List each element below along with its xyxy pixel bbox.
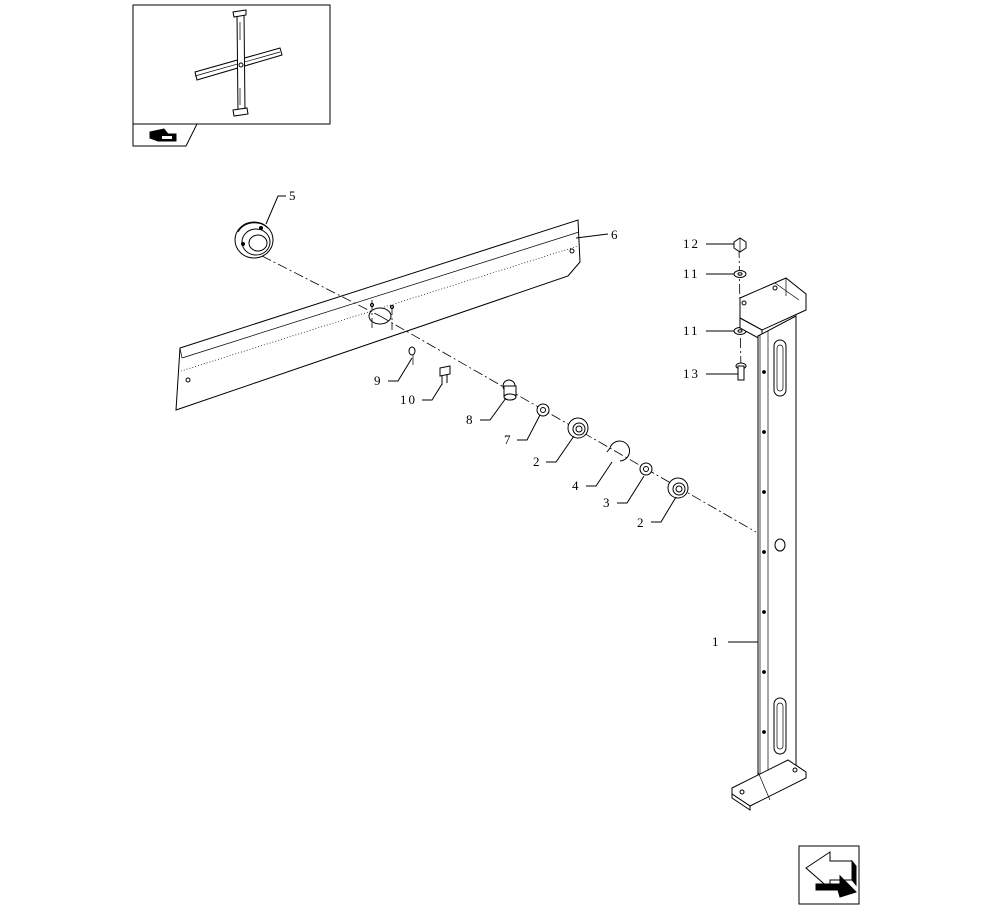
washer-7 — [536, 403, 550, 417]
callout-3: 3 — [603, 495, 612, 510]
callout-10: 10 — [400, 392, 417, 407]
hand-pointer-icon — [149, 128, 177, 142]
callout-5: 5 — [289, 188, 298, 203]
bearing-housing — [234, 221, 274, 259]
bearing-2b — [667, 477, 689, 499]
callout-2-second: 2 — [637, 515, 646, 530]
snap-ring-4 — [606, 440, 631, 462]
washer-9 — [408, 346, 416, 365]
callout-leaders — [265, 195, 758, 643]
bolt-13 — [735, 362, 747, 381]
washer-3 — [639, 462, 653, 476]
callout-9: 9 — [374, 373, 383, 388]
callout-1: 1 — [712, 634, 721, 649]
callout-4: 4 — [572, 478, 581, 493]
back-nav-button[interactable] — [798, 845, 860, 905]
shaft-8 — [502, 379, 517, 401]
callout-11-top: 11 — [683, 266, 700, 281]
callout-8: 8 — [466, 412, 475, 427]
bolt-10 — [439, 365, 451, 385]
callout-7: 7 — [504, 432, 513, 447]
nut-12 — [733, 237, 747, 253]
thumbnail-tab[interactable] — [132, 123, 198, 147]
callout-13: 13 — [683, 366, 700, 381]
washer-11a — [733, 270, 747, 278]
upright-post — [731, 277, 807, 811]
callout-6: 6 — [611, 227, 620, 242]
callout-11-bottom: 11 — [683, 323, 700, 338]
back-arrow-icon — [805, 851, 857, 898]
callout-12: 12 — [683, 236, 700, 251]
callout-2-first: 2 — [533, 454, 542, 469]
bearing-2a — [567, 417, 589, 439]
overview-thumbnail[interactable] — [132, 4, 331, 125]
callout-labels: 1 2 2 3 4 5 6 7 8 9 10 11 11 12 13 — [289, 188, 721, 649]
